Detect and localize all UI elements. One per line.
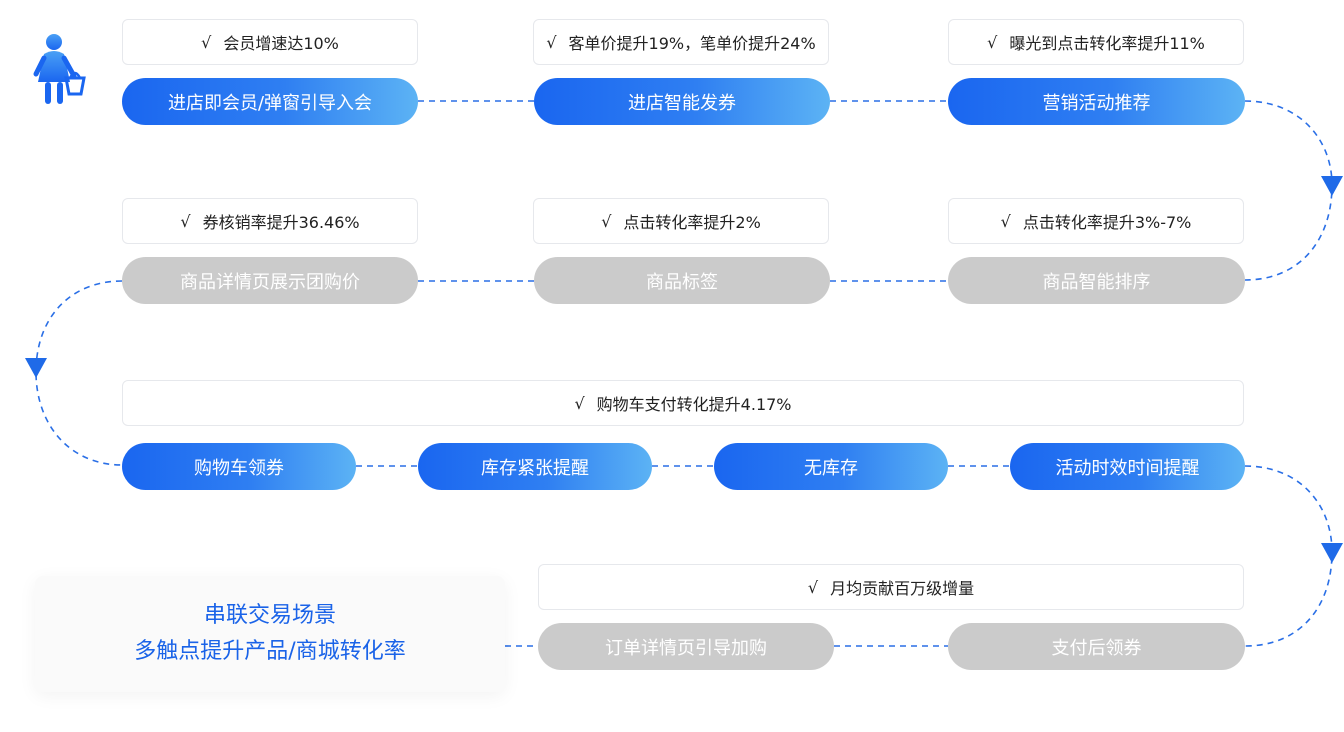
stat-box: √ 月均贡献百万级增量	[538, 564, 1244, 610]
growth-arrow-icon	[380, 1, 424, 43]
stat-text: 会员增速达10%	[223, 34, 339, 53]
flow-node: 支付后领券	[948, 623, 1245, 670]
flow-arrow-icon	[25, 358, 47, 378]
summary-line: 串联交易场景	[203, 603, 336, 628]
check-mark: √	[201, 32, 212, 52]
stat-box: √ 曝光到点击转化率提升11%	[948, 19, 1244, 65]
stat-text: 客单价提升19%，笔单价提升24%	[568, 34, 816, 53]
flow-node: 营销活动推荐	[948, 78, 1245, 125]
growth-arrow-icon	[1200, 359, 1244, 401]
check-mark: √	[807, 577, 819, 597]
flow-arrow-icon	[1321, 176, 1343, 196]
flow-node: 进店即会员/弹窗引导入会	[122, 78, 418, 125]
stat-box: √ 点击转化率提升3%-7%	[948, 198, 1244, 244]
check-mark: √	[574, 393, 585, 413]
flow-node: 活动时效时间提醒	[1010, 443, 1245, 490]
connector-curve	[1244, 100, 1333, 281]
growth-arrow-icon	[1205, 1, 1249, 43]
connector-curve	[35, 280, 123, 466]
growth-arrow-icon	[1205, 179, 1249, 221]
stat-box: √ 会员增速达10%	[122, 19, 418, 65]
flow-node: 订单详情页引导加购	[538, 623, 834, 670]
flow-node: 无库存	[714, 443, 948, 490]
growth-arrow-icon	[1212, 544, 1256, 586]
stat-text: 点击转化率提升3%-7%	[1022, 213, 1192, 232]
growth-arrow-icon	[790, 1, 834, 43]
flow-node: 购物车领券	[122, 443, 356, 490]
flow-node: 进店智能发券	[534, 78, 830, 125]
growth-arrow-icon	[790, 179, 834, 221]
stat-text: 曝光到点击转化率提升11%	[1009, 34, 1205, 53]
flow-node: 商品详情页展示团购价	[122, 257, 418, 304]
shopper-icon	[33, 34, 86, 104]
stat-text: 月均贡献百万级增量	[830, 579, 975, 598]
flow-node: 库存紧张提醒	[418, 443, 652, 490]
stat-text: 购物车支付转化提升4.17%	[596, 395, 792, 414]
stat-box: √ 客单价提升19%，笔单价提升24%	[533, 19, 829, 65]
stat-text: 点击转化率提升2%	[623, 213, 761, 232]
check-mark: √	[601, 211, 612, 231]
check-mark: √	[180, 211, 191, 231]
summary-line: 多触点提升产品/商城转化率	[134, 639, 406, 664]
flow-arrow-icon	[1321, 543, 1343, 563]
flow-node: 商品智能排序	[948, 257, 1245, 304]
stat-text: 券核销率提升36.46%	[202, 213, 360, 232]
summary-box: 串联交易场景 多触点提升产品/商城转化率	[35, 576, 505, 692]
flow-node: 商品标签	[534, 257, 830, 304]
check-mark: √	[546, 32, 557, 52]
check-mark: √	[987, 32, 998, 52]
connector-curve	[1244, 465, 1333, 647]
stat-box: √ 购物车支付转化提升4.17%	[122, 380, 1244, 426]
stat-box: √ 券核销率提升36.46%	[122, 198, 418, 244]
growth-arrow-icon	[380, 179, 424, 221]
stat-box: √ 点击转化率提升2%	[533, 198, 829, 244]
check-mark: √	[1000, 211, 1011, 231]
